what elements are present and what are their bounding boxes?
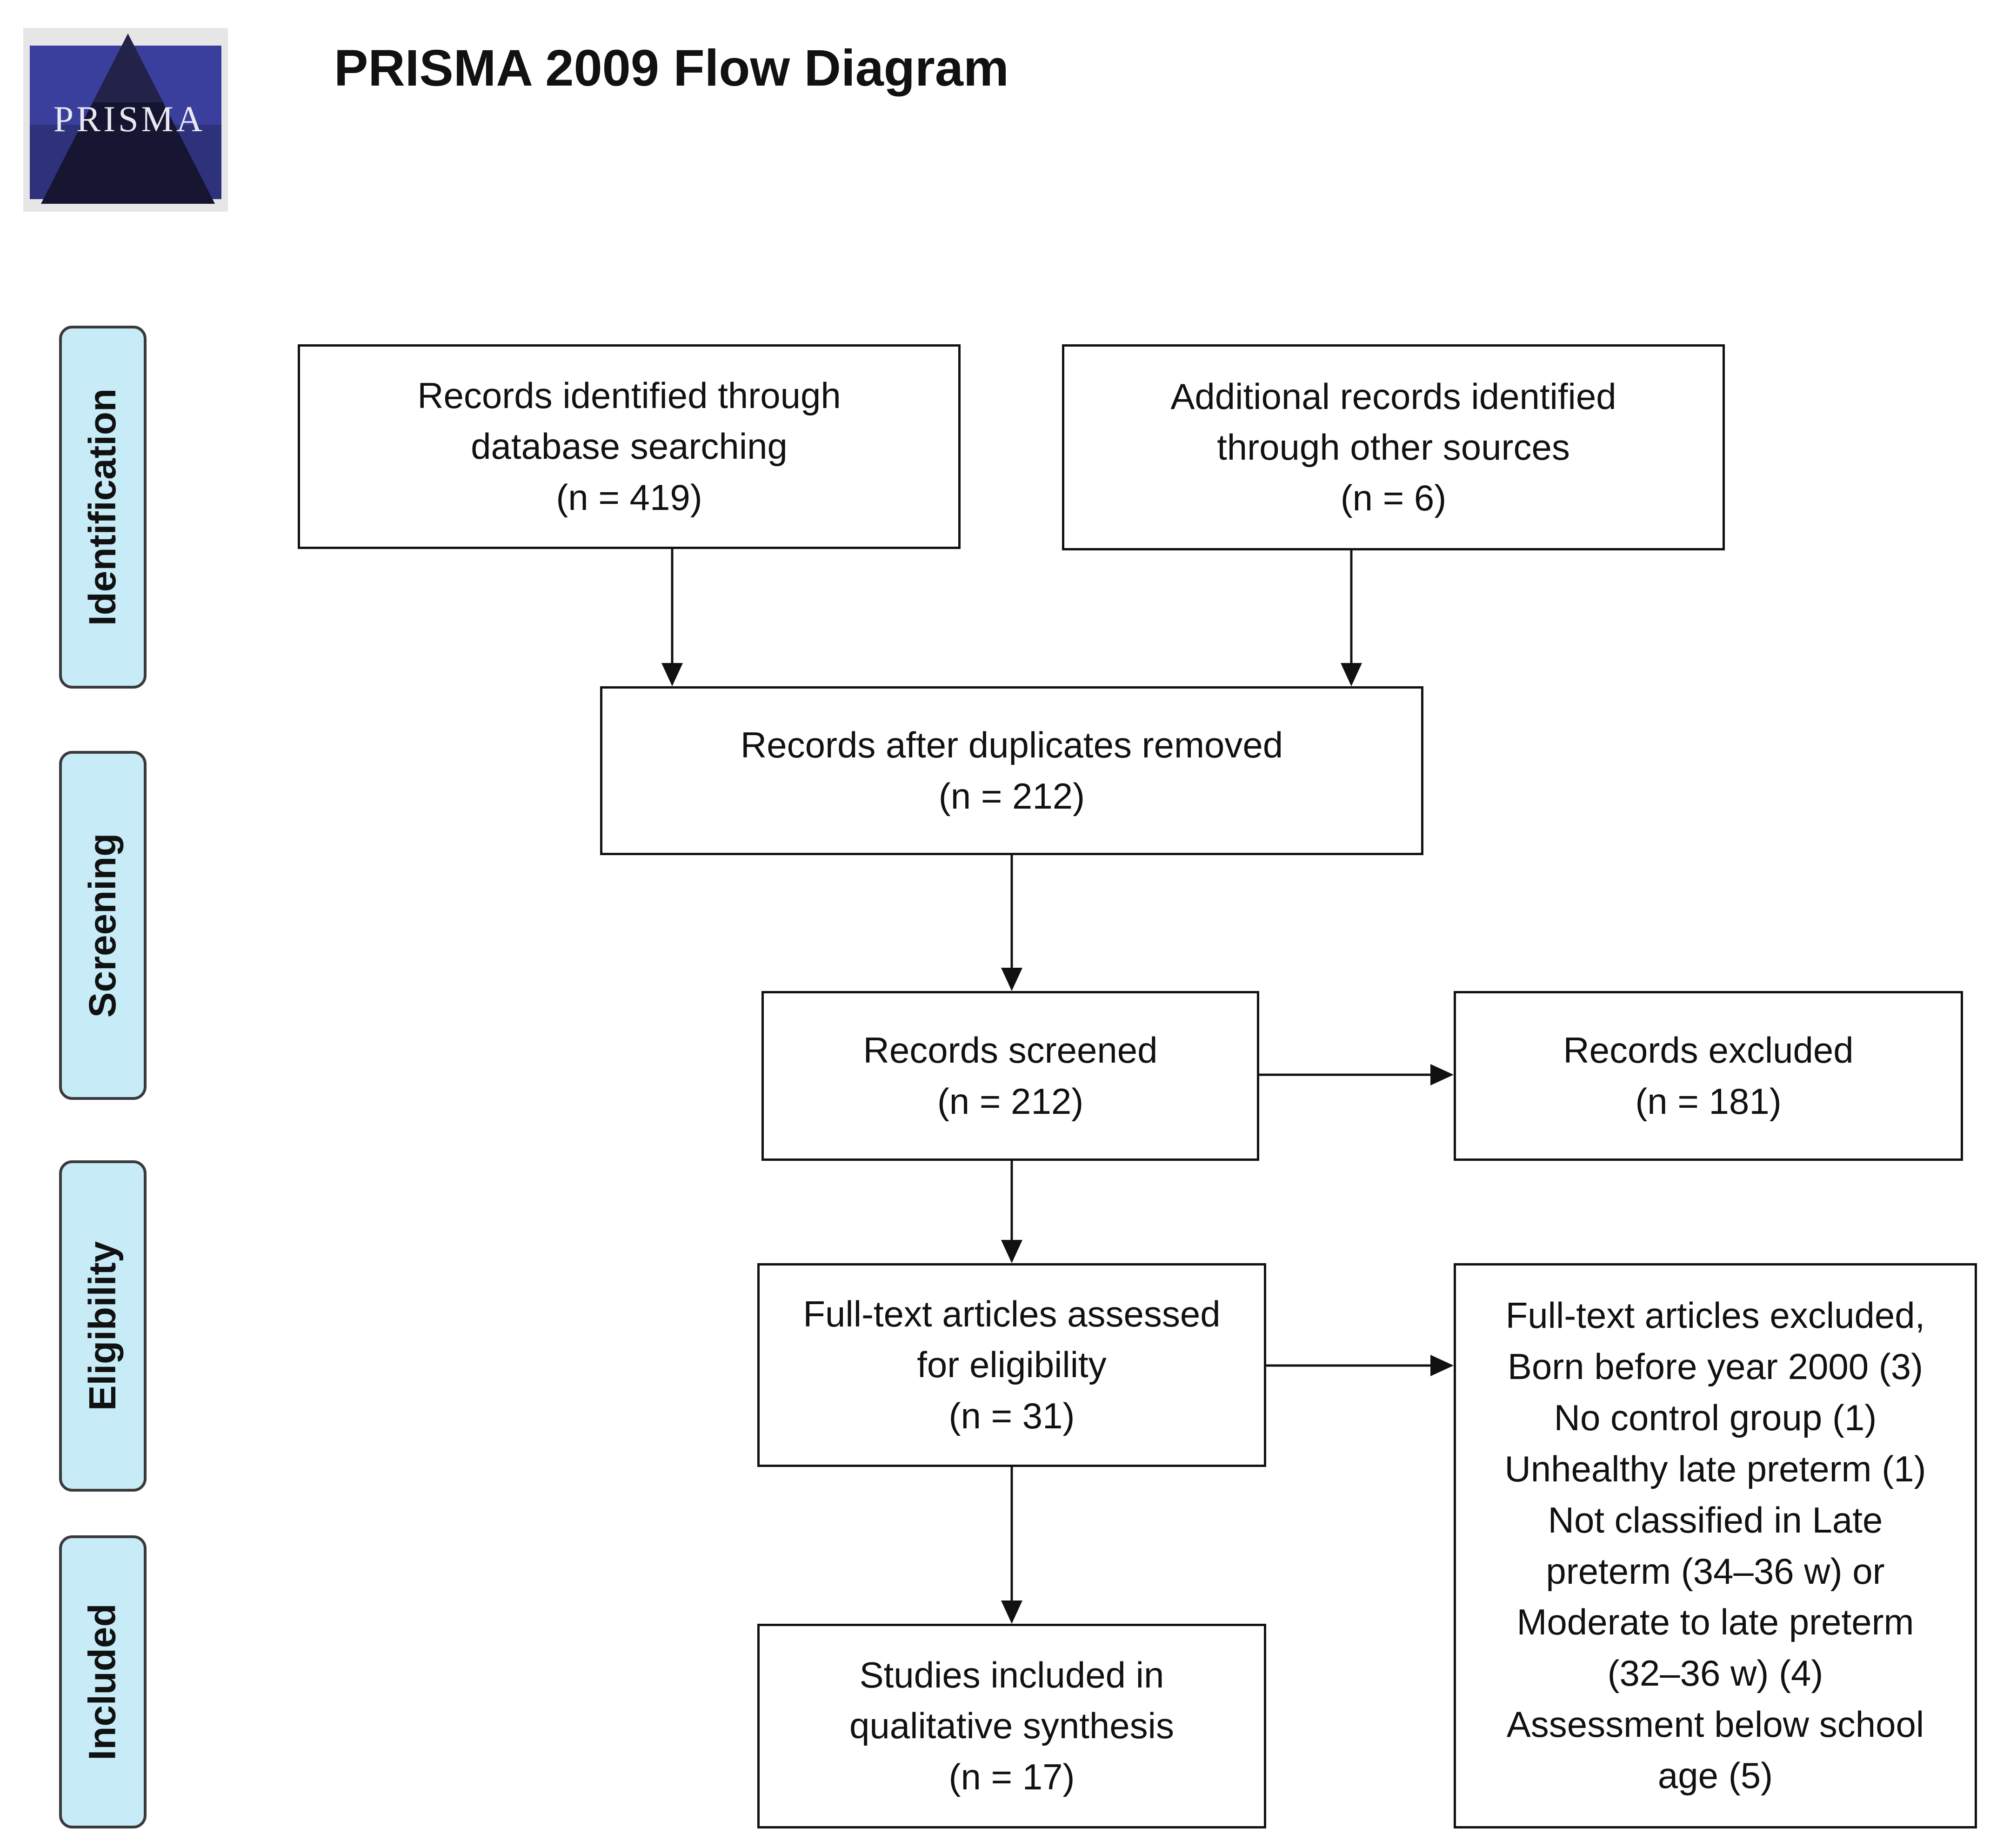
box-other-sources-line: through other sources [1217, 426, 1570, 468]
box-studies-included: Studies included in qualitative synthesis… [757, 1624, 1266, 1828]
box-included-line: Studies included in [859, 1654, 1164, 1696]
box-other-sources-line: Additional records identified [1170, 375, 1616, 417]
box-fulltext-excluded-line: preterm (34–36 w) or [1546, 1550, 1885, 1592]
box-fulltext-assessed-line: Full-text articles assessed [803, 1293, 1221, 1335]
box-database-line: Records identified through [417, 375, 841, 416]
box-fulltext-excluded: Full-text articles excluded, Born before … [1454, 1263, 1977, 1828]
box-fulltext-excluded-line: Not classified in Late [1548, 1499, 1883, 1540]
box-fulltext-excluded-line: Full-text articles excluded, [1505, 1294, 1925, 1336]
box-duplicates-line: Records after duplicates removed [740, 724, 1283, 766]
box-records-screened: Records screened (n = 212) [761, 991, 1259, 1161]
box-fulltext-assessed-line: (n = 31) [948, 1395, 1075, 1436]
stage-eligibility: Eligibility [59, 1160, 147, 1492]
box-fulltext-excluded-line: Born before year 2000 (3) [1507, 1346, 1923, 1387]
stage-screening: Screening [59, 751, 147, 1100]
box-fulltext-assessed-line: for eligibility [917, 1344, 1107, 1386]
page-title: PRISMA 2009 Flow Diagram [334, 40, 1009, 97]
box-included-line: (n = 17) [948, 1756, 1075, 1797]
box-records-excluded: Records excluded (n = 181) [1454, 991, 1963, 1161]
box-fulltext-excluded-line: Assessment below school [1506, 1704, 1924, 1745]
box-other-sources-records: Additional records identified through oth… [1062, 344, 1725, 550]
box-fulltext-excluded-line: Unhealthy late preterm (1) [1504, 1448, 1926, 1489]
stage-identification: Identification [59, 326, 147, 689]
box-fulltext-assessed: Full-text articles assessed for eligibili… [757, 1263, 1266, 1467]
box-database-line: database searching [471, 426, 788, 467]
box-fulltext-excluded-line: No control group (1) [1554, 1397, 1877, 1438]
prisma-logo-icon: PRISMA [23, 28, 228, 212]
box-duplicates-removed: Records after duplicates removed (n = 212… [600, 686, 1423, 855]
box-database-line: (n = 419) [556, 476, 702, 518]
box-other-sources-line: (n = 6) [1340, 477, 1447, 519]
box-included-line: qualitative synthesis [849, 1705, 1175, 1747]
stage-included: Included [59, 1535, 147, 1828]
box-fulltext-excluded-line: age (5) [1657, 1755, 1773, 1796]
box-screened-line: Records screened [863, 1030, 1158, 1071]
box-excluded-line: Records excluded [1563, 1030, 1854, 1071]
box-excluded-line: (n = 181) [1635, 1080, 1782, 1122]
box-fulltext-excluded-line: (32–36 w) (4) [1607, 1653, 1823, 1694]
logo-text: PRISMA [53, 99, 205, 139]
box-screened-line: (n = 212) [937, 1080, 1084, 1122]
box-fulltext-excluded-line: Moderate to late preterm [1516, 1601, 1914, 1643]
box-database-records: Records identified through database searc… [298, 344, 961, 549]
box-duplicates-line: (n = 212) [938, 775, 1085, 817]
